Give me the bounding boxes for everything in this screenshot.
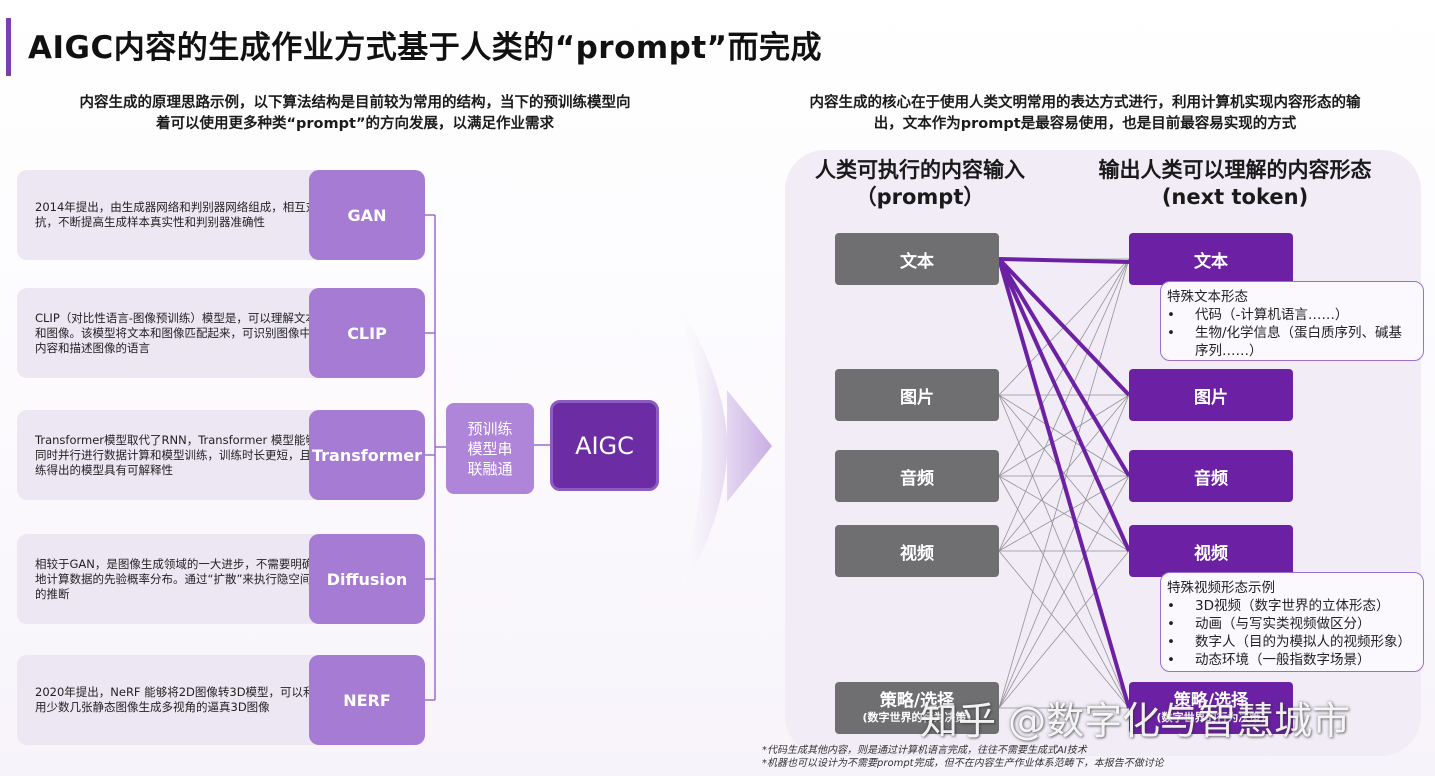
input-label: 视频 — [900, 543, 934, 564]
footnote-1: *代码生成其他内容，则是通过计算机语言完成，往往不需要生成式AI技术 — [762, 745, 1087, 756]
left-subhead-line2: 着可以使用更多种类“prompt”的方向发展，以满足作业需求 — [156, 116, 554, 132]
right-subhead-line1: 内容生成的核心在于使用人类文明常用的表达方式进行，利用计算机实现内容形态的输 — [809, 95, 1361, 111]
input-label: 文本 — [900, 251, 934, 272]
output-label: 视频 — [1194, 543, 1228, 564]
output-audio-box: 音频 — [1129, 450, 1293, 502]
model-box-clip: CLIP — [309, 288, 425, 378]
output-label: 策略/选择 — [1173, 691, 1249, 711]
output-image-box: 图片 — [1129, 369, 1293, 421]
left-subhead: 内容生成的原理思路示例，以下算法结构是目前较为常用的结构，当下的预训练模型向 着… — [20, 93, 690, 135]
model-desc-gan: 2014年提出，由生成器网络和判别器网络组成，相互对抗，不断提高生成样本真实性和… — [17, 170, 353, 260]
output-head-line1: 输出人类可以理解的内容形态 — [1098, 158, 1372, 182]
model-desc-nerf: 2020年提出，NeRF 能够将2D图像转3D模型，可以利用少数几张静态图像生成… — [17, 655, 353, 745]
note-item: 动画（与写实类视频做区分） — [1167, 615, 1415, 633]
model-name: Transformer — [311, 445, 422, 465]
aigc-box: AIGC — [550, 400, 659, 491]
special-video-note: 特殊视频形态示例 3D视频（数字世界的立体形态） 动画（与写实类视频做区分） 数… — [1160, 572, 1424, 672]
watermark: 知乎 @数字化与智慧城市 — [920, 699, 1351, 743]
model-desc-text: Transformer模型取代了RNN，Transformer 模型能够同时并行… — [35, 432, 323, 477]
footnotes: *代码生成其他内容，则是通过计算机语言完成，往往不需要生成式AI技术 *机器也可… — [762, 744, 1422, 770]
output-video-box: 视频 — [1129, 525, 1293, 577]
input-head-line1: 人类可执行的内容输入 — [815, 158, 1025, 182]
model-desc-text: 2020年提出，NeRF 能够将2D图像转3D模型，可以利用少数几张静态图像生成… — [35, 685, 315, 714]
input-strategy-box: 策略/选择 (数字世界的行为决策) — [835, 682, 999, 734]
output-text-box: 文本 — [1129, 233, 1293, 285]
model-name: Diffusion — [326, 569, 408, 589]
right-subhead: 内容生成的核心在于使用人类文明常用的表达方式进行，利用计算机实现内容形态的输 出… — [740, 93, 1430, 135]
special-text-note: 特殊文本形态 代码（-计算机语言……） 生物/化学信息（蛋白质序列、碱基序列……… — [1160, 281, 1424, 361]
pretrain-fusion-box: 预训练 模型串 联融通 — [446, 403, 534, 494]
input-column-heading: 人类可执行的内容输入 （prompt） — [790, 157, 1050, 211]
model-desc-text: CLIP（对比性语言-图像预训练）模型是，可以理解文本和图像。该模型将文本和图像… — [35, 310, 323, 355]
output-head-line2: (next token) — [1161, 185, 1309, 209]
output-label: 文本 — [1194, 251, 1228, 272]
model-desc-clip: CLIP（对比性语言-图像预训练）模型是，可以理解文本和图像。该模型将文本和图像… — [17, 288, 353, 378]
input-video-box: 视频 — [835, 525, 999, 577]
output-strategy-box: 策略/选择 (数字世界的行为决策) — [1129, 682, 1293, 734]
pretrain-line2: 模型串 — [467, 439, 513, 458]
model-name: NERF — [343, 690, 391, 710]
strategy-sub-label: (数字世界的行为决策) — [862, 711, 972, 724]
output-label: 图片 — [1194, 387, 1228, 408]
model-desc-diffusion: 相较于GAN，是图像生成领域的一大进步，不需要明确地计算数据的先验概率分布。通过… — [17, 534, 353, 624]
big-arrow-icon — [677, 305, 772, 595]
pretrain-line3: 联融通 — [467, 459, 513, 478]
input-label: 图片 — [900, 387, 934, 408]
model-box-gan: GAN — [309, 170, 425, 260]
aigc-label: AIGC — [575, 431, 634, 460]
note-item: 3D视频（数字世界的立体形态） — [1167, 597, 1415, 615]
title-accent-bar — [6, 18, 11, 76]
note-item: 动态环境（一般指数字场景） — [1167, 651, 1415, 669]
model-name: GAN — [347, 205, 387, 225]
note-item: 数字人（目的为模拟人的视频形象） — [1167, 633, 1415, 651]
pretrain-to-aigc-line — [534, 444, 552, 446]
pretrain-line1: 预训练 — [467, 419, 513, 438]
model-box-nerf: NERF — [309, 655, 425, 745]
note-heading: 特殊视频形态示例 — [1167, 580, 1275, 596]
input-image-box: 图片 — [835, 369, 999, 421]
model-box-diffusion: Diffusion — [309, 534, 425, 624]
model-desc-transformer: Transformer模型取代了RNN，Transformer 模型能够同时并行… — [17, 410, 353, 500]
note-item: 生物/化学信息（蛋白质序列、碱基序列……） — [1167, 324, 1415, 360]
input-head-line2: （prompt） — [855, 185, 985, 209]
model-desc-text: 2014年提出，由生成器网络和判别器网络组成，相互对抗，不断提高生成样本真实性和… — [35, 200, 318, 229]
note-item: 代码（-计算机语言……） — [1167, 306, 1415, 324]
output-label: 音频 — [1194, 468, 1228, 489]
footnote-2: *机器也可以设计为不需要prompt完成，但不在内容生产作业体系范畴下，本报告不… — [762, 758, 1164, 769]
model-box-transformer: Transformer — [309, 410, 425, 500]
output-column-heading: 输出人类可以理解的内容形态 (next token) — [1070, 157, 1400, 211]
input-label: 策略/选择 — [879, 691, 955, 711]
input-label: 音频 — [900, 468, 934, 489]
note-heading: 特殊文本形态 — [1167, 289, 1248, 305]
right-subhead-line2: 出，文本作为prompt是最容易使用，也是目前最容易实现的方式 — [873, 116, 1297, 132]
model-name: CLIP — [347, 323, 387, 343]
left-subhead-line1: 内容生成的原理思路示例，以下算法结构是目前较为常用的结构，当下的预训练模型向 — [79, 95, 631, 111]
model-desc-text: 相较于GAN，是图像生成领域的一大进步，不需要明确地计算数据的先验概率分布。通过… — [35, 556, 323, 601]
model-connector-bracket — [425, 214, 448, 701]
strategy-sub-label: (数字世界的行为决策) — [1156, 711, 1266, 724]
input-audio-box: 音频 — [835, 450, 999, 502]
input-text-box: 文本 — [835, 233, 999, 285]
page-title: AIGC内容的生成作业方式基于人类的“prompt”而完成 — [28, 30, 823, 66]
